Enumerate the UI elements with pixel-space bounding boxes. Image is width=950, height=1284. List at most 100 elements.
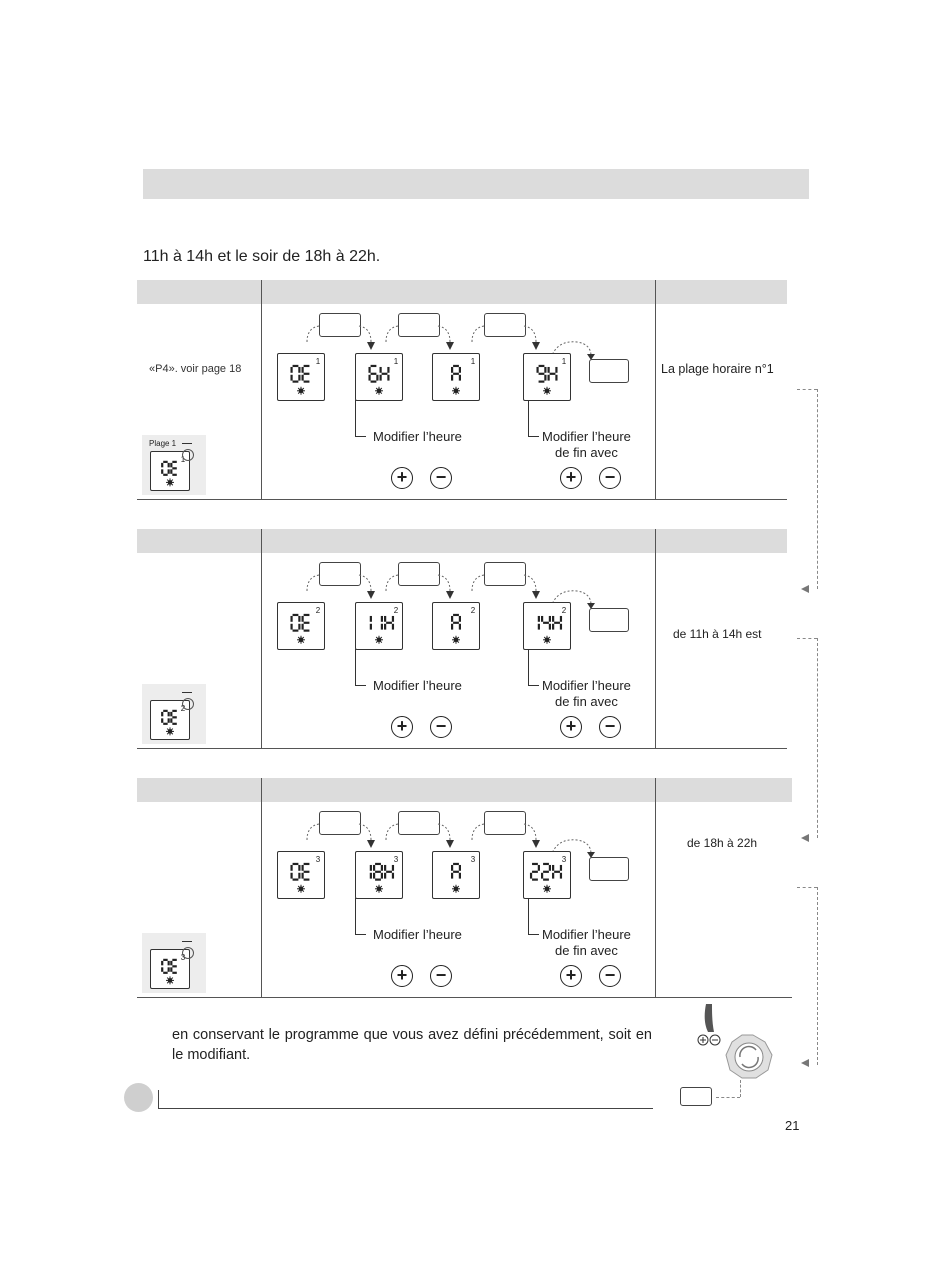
arrow-left-icon [801, 834, 809, 842]
arrow-connector [471, 574, 540, 599]
minus-button[interactable]: − [430, 965, 452, 987]
program-button[interactable] [484, 313, 526, 337]
svg-text:2: 2 [562, 606, 567, 615]
right-column-text: de 11h à 14h est [673, 627, 762, 641]
arrow-left-icon [801, 1059, 809, 1067]
caption-leader [182, 941, 192, 942]
lcd-display: 1 [355, 353, 403, 401]
svg-text:1: 1 [316, 357, 321, 366]
program-button[interactable] [398, 313, 440, 337]
minus-button[interactable]: − [599, 965, 621, 987]
lcd-display: 1 [432, 353, 480, 401]
plus-button[interactable]: + [391, 716, 413, 738]
minus-button[interactable]: − [430, 716, 452, 738]
caption-leader [182, 443, 192, 444]
right-column-text: La plage horaire n°1 [661, 362, 774, 376]
svg-text:2: 2 [471, 606, 476, 615]
plus-icon: + [396, 716, 408, 736]
svg-text:2: 2 [394, 606, 399, 615]
minus-button[interactable]: − [430, 467, 452, 489]
program-button[interactable] [484, 811, 526, 835]
lcd-display: 2 [523, 602, 571, 650]
label-leader [528, 649, 539, 686]
connector-line [797, 887, 817, 888]
lcd-display: 1 [277, 353, 325, 401]
connector-line [716, 1097, 740, 1098]
arrow-connector [550, 590, 595, 609]
index-highlight-circle [182, 698, 194, 710]
connector-line [797, 638, 817, 639]
ok-button[interactable] [589, 608, 629, 632]
connector-line [817, 638, 818, 838]
table-bottom-rule [137, 997, 792, 998]
ok-button[interactable] [680, 1087, 712, 1106]
program-button[interactable] [398, 562, 440, 586]
program-button[interactable] [319, 562, 361, 586]
display-thumbnail: 3 [142, 933, 206, 993]
arrow-connector [550, 341, 595, 360]
modify-start-label: Modifier l’heure [373, 927, 462, 942]
column-divider [261, 529, 262, 748]
minus-icon: − [604, 965, 616, 985]
modify-end-label: Modifier l’heure de fin avec [542, 678, 631, 710]
minus-icon: − [435, 965, 447, 985]
column-divider [261, 778, 262, 997]
minus-icon: − [435, 716, 447, 736]
section-header-bar [143, 169, 809, 199]
modify-end-label-line: Modifier l’heure [542, 678, 631, 693]
svg-text:3: 3 [562, 855, 567, 864]
table-header [137, 529, 787, 553]
column-divider [655, 529, 656, 748]
arrow-left-icon [801, 585, 809, 593]
body-text: en conservant le programme que vous avez… [172, 1027, 652, 1063]
left-column-text: «P4». voir page 18 [149, 363, 242, 375]
connector-line [817, 389, 818, 589]
modify-start-label: Modifier l’heure [373, 429, 462, 444]
arrow-connector [306, 823, 375, 848]
lcd-display: 2 [355, 602, 403, 650]
lcd-display: 3 [523, 851, 571, 899]
svg-text:1: 1 [394, 357, 399, 366]
modify-end-label-line: de fin avec [555, 943, 618, 958]
lcd-display: 3 [355, 851, 403, 899]
footer-tick [158, 1090, 159, 1108]
lcd-display: 1 [523, 353, 571, 401]
plus-icon: + [565, 467, 577, 487]
label-leader [355, 400, 366, 437]
program-button[interactable] [319, 811, 361, 835]
plus-button[interactable]: + [391, 965, 413, 987]
arrow-connector [385, 823, 454, 848]
selector-dial-icon [697, 1004, 773, 1079]
minus-button[interactable]: − [599, 467, 621, 489]
arrow-connector [471, 325, 540, 350]
hand-icon [704, 1004, 714, 1032]
index-highlight-circle [182, 947, 194, 959]
program-button[interactable] [484, 562, 526, 586]
ok-button[interactable] [589, 857, 629, 881]
label-leader [528, 400, 539, 437]
ok-button[interactable] [589, 359, 629, 383]
program-button[interactable] [398, 811, 440, 835]
plus-button[interactable]: + [391, 467, 413, 489]
program-button[interactable] [319, 313, 361, 337]
thumbnail-lcd: 2 [150, 700, 190, 740]
modify-end-label-line: de fin avec [555, 445, 618, 460]
minus-button[interactable]: − [599, 716, 621, 738]
arrow-connector [385, 325, 454, 350]
caption-leader [182, 692, 192, 693]
table-header [137, 778, 792, 802]
svg-text:1: 1 [562, 357, 567, 366]
connector-line [817, 887, 818, 1065]
plus-button[interactable]: + [560, 716, 582, 738]
lcd-display: 3 [277, 851, 325, 899]
plus-button[interactable]: + [560, 467, 582, 489]
index-highlight-circle [182, 449, 194, 461]
svg-text:2: 2 [316, 606, 321, 615]
arrow-connector [306, 574, 375, 599]
label-leader [355, 649, 366, 686]
plus-icon: + [565, 965, 577, 985]
plus-button[interactable]: + [560, 965, 582, 987]
table-bottom-rule [137, 499, 787, 500]
